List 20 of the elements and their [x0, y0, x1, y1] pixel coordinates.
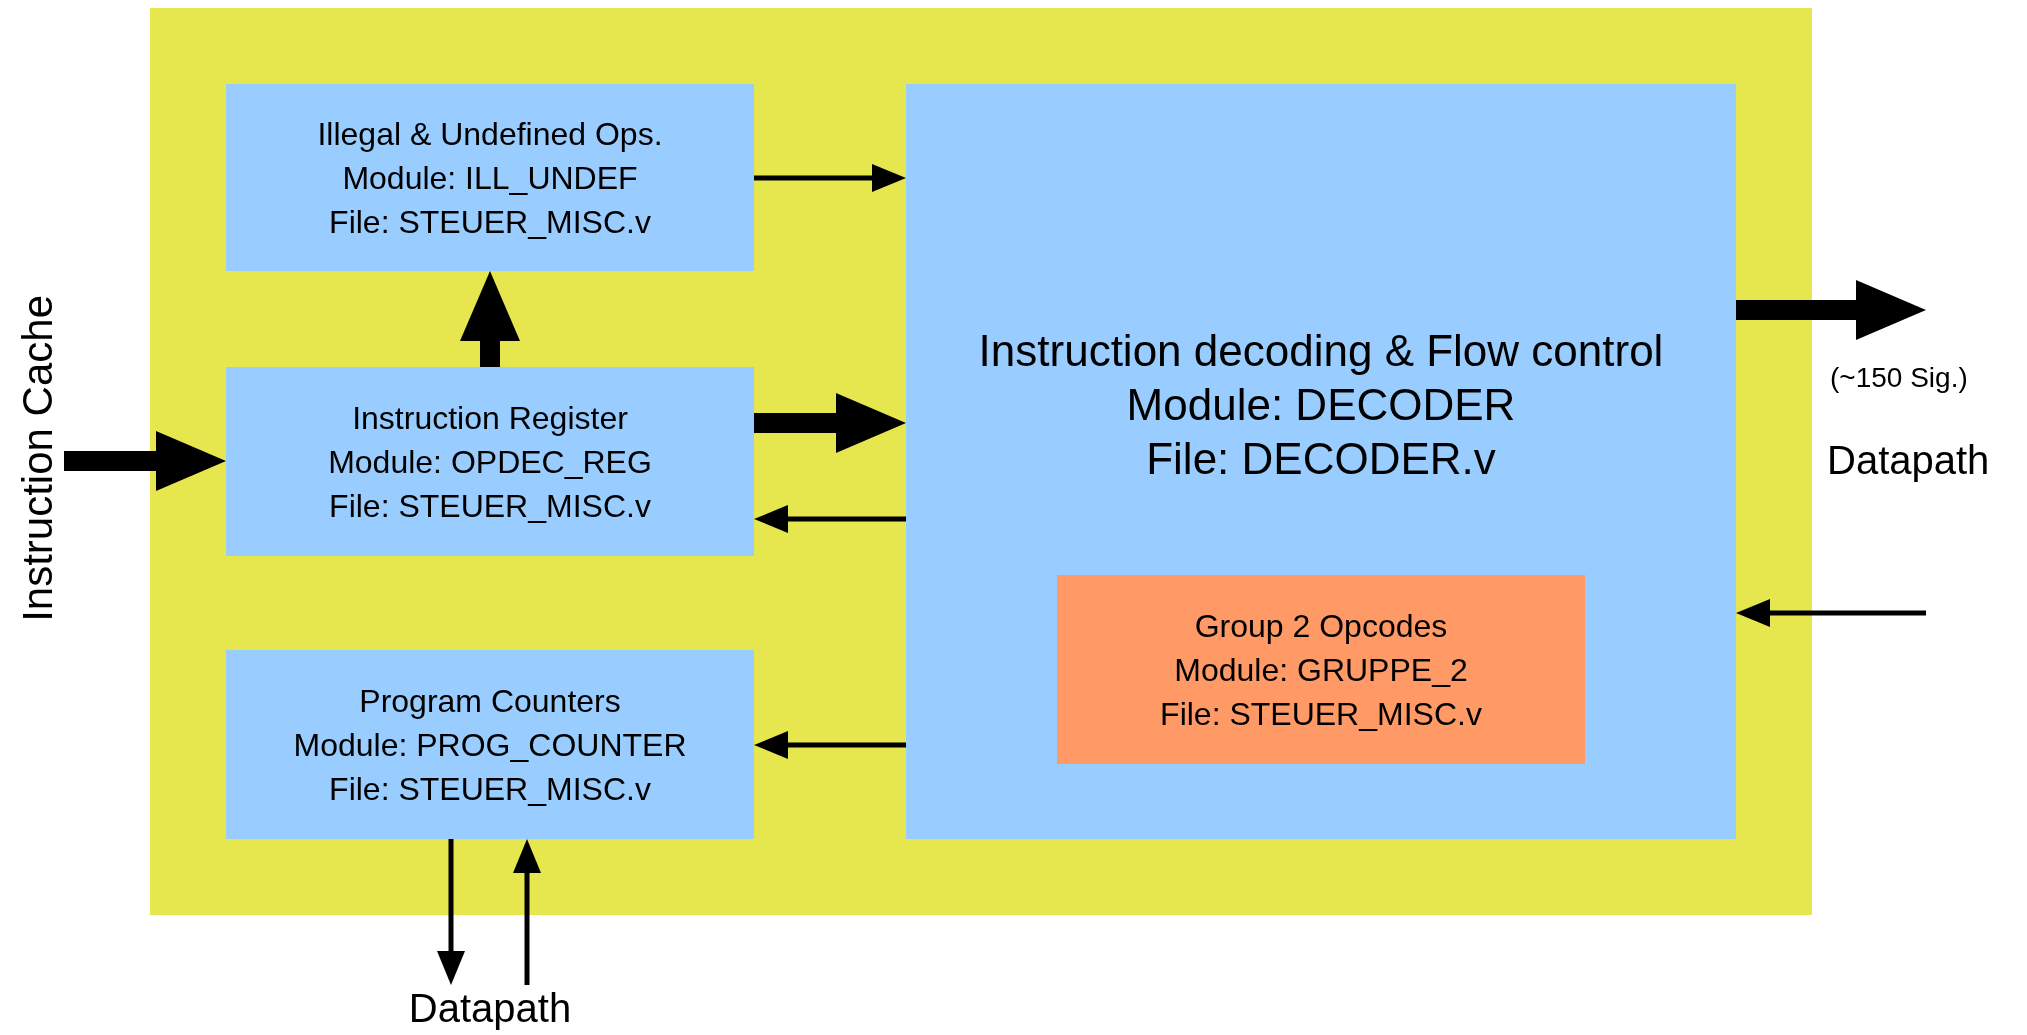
text-label: Datapath [1827, 438, 1990, 483]
module-box: Illegal & Undefined Ops. Module: ILL_UNDEF File: STEUER_MISC.v [226, 84, 754, 271]
arrow [754, 731, 906, 759]
arrow [513, 839, 541, 985]
arrow [754, 393, 906, 453]
node-label: Instruction Cache [12, 266, 64, 651]
arrow [460, 271, 520, 367]
arrow [64, 431, 226, 491]
arrow [437, 839, 465, 985]
module-box: Instruction Register Module: OPDEC_REG File: STEUER_MISC.v [226, 367, 754, 556]
arrow [1736, 599, 1926, 627]
module-box: Program Counters Module: PROG_COUNTER File: STEUER_MISC.v [226, 650, 754, 839]
edge-label: (~150 Sig.) [1830, 362, 1968, 394]
module-box: Instruction decoding & Flow control Module: DECODER File: DECODER.v Group 2 Opcodes Module: GRUPPE_2 File: STEUER_MISC.v [906, 84, 1736, 839]
arrow [1736, 280, 1926, 340]
arrow [754, 164, 906, 192]
arrow [754, 505, 906, 533]
module-box: Group 2 Opcodes Module: GRUPPE_2 File: STEUER_MISC.v [1057, 575, 1585, 764]
module-container [150, 8, 1812, 915]
node-label: Datapath [390, 985, 590, 1031]
